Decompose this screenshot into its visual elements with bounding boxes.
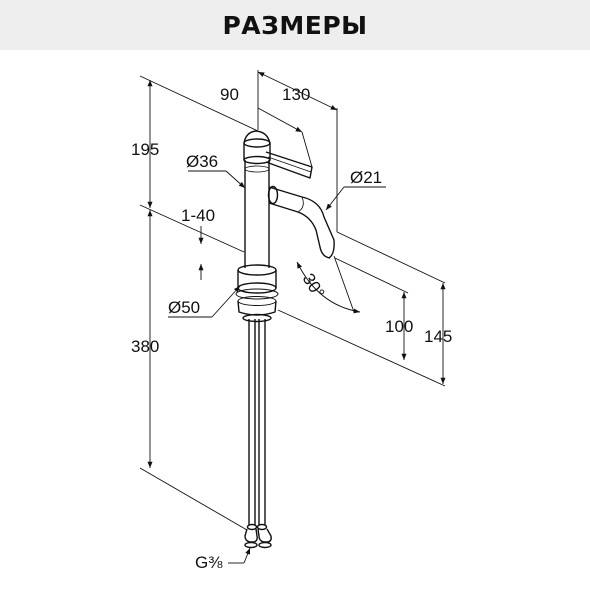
faucet-outline [235, 130, 335, 549]
dim-thread: G⅜ [195, 553, 223, 572]
page-title: РАЗМЕРЫ [222, 10, 368, 40]
faucet-body [244, 160, 270, 268]
dim-195: 195 [131, 140, 159, 159]
cartridge-cap [243, 130, 271, 165]
dim-spout-diameter: Ø21 [350, 168, 382, 187]
hose-fittings [244, 528, 272, 549]
dim-380: 380 [131, 337, 159, 356]
dim-thickness-range: 1-40 [181, 206, 215, 225]
dim-145: 145 [424, 327, 452, 346]
dim-130: 130 [282, 85, 310, 104]
dim-90: 90 [220, 85, 239, 104]
dimension-lines [139, 70, 446, 564]
dimension-labels: 90 130 195 Ø36 Ø21 1-40 30° Ø50 100 145 … [131, 85, 452, 572]
dim-base-diameter: Ø50 [168, 298, 200, 317]
lever-handle [265, 151, 313, 179]
supply-hoses [246, 319, 268, 531]
base-rosette [235, 264, 279, 323]
dim-100: 100 [385, 317, 413, 336]
dim-body-diameter: Ø36 [186, 152, 218, 171]
spout [267, 185, 335, 259]
header-bar: РАЗМЕРЫ [0, 0, 590, 50]
dim-spout-angle: 30° [299, 270, 329, 302]
